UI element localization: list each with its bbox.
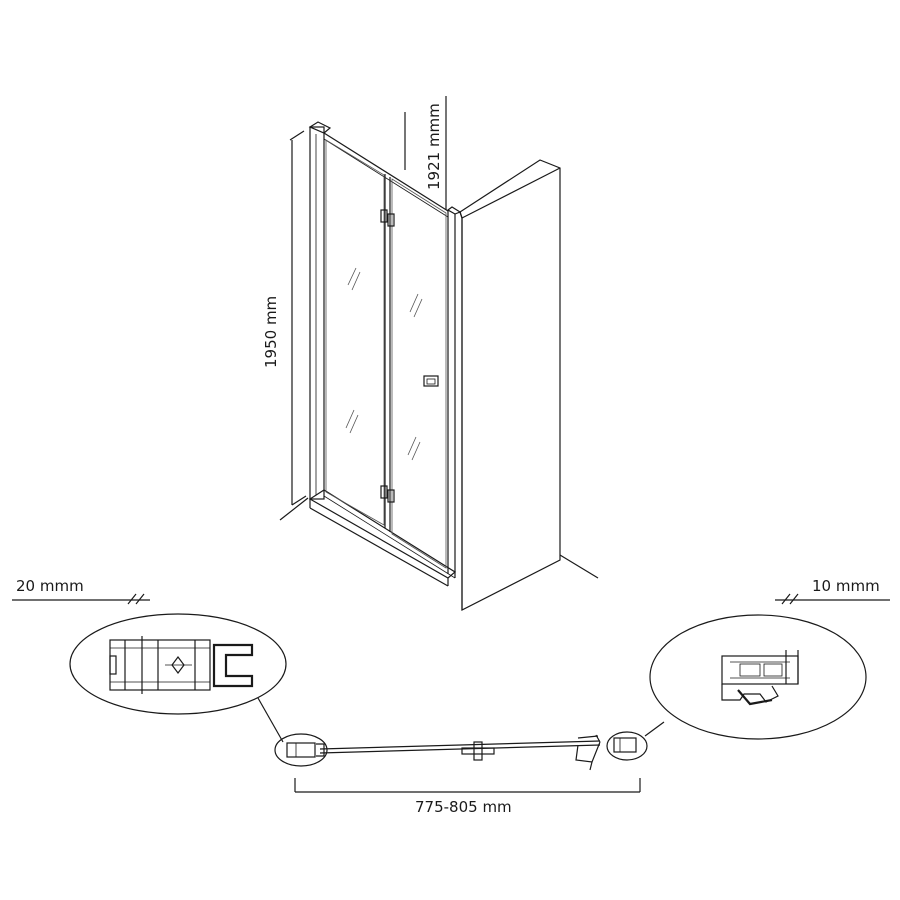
- dimension-height-glass: [404, 96, 447, 210]
- wall-tolerance-right: [775, 593, 890, 605]
- hinge-top-icon: [380, 209, 395, 227]
- profile-section-left-icon: [109, 636, 254, 694]
- hinge-bottom-icon: [380, 485, 395, 503]
- door-handle-icon: [423, 375, 439, 387]
- detail-callout-right: [606, 614, 867, 761]
- side-wall: [279, 159, 599, 611]
- height-glass-label: 1921 mmm: [425, 103, 443, 190]
- height-total-label: 1950 mm: [262, 296, 280, 368]
- door-frame: [308, 121, 462, 587]
- profile-section-right-icon: [721, 650, 799, 706]
- plan-view: [286, 734, 637, 771]
- width-range-label: 775-805 mm: [415, 798, 512, 816]
- wall-right-label: 10 mmm: [812, 577, 880, 595]
- wall-tolerance-left: [12, 593, 150, 605]
- glass-panels: [325, 139, 447, 569]
- dimension-width: [294, 778, 641, 793]
- dimension-height-total: [289, 130, 307, 506]
- wall-left-label: 20 mmm: [16, 577, 84, 595]
- detail-callout-left: [69, 613, 328, 767]
